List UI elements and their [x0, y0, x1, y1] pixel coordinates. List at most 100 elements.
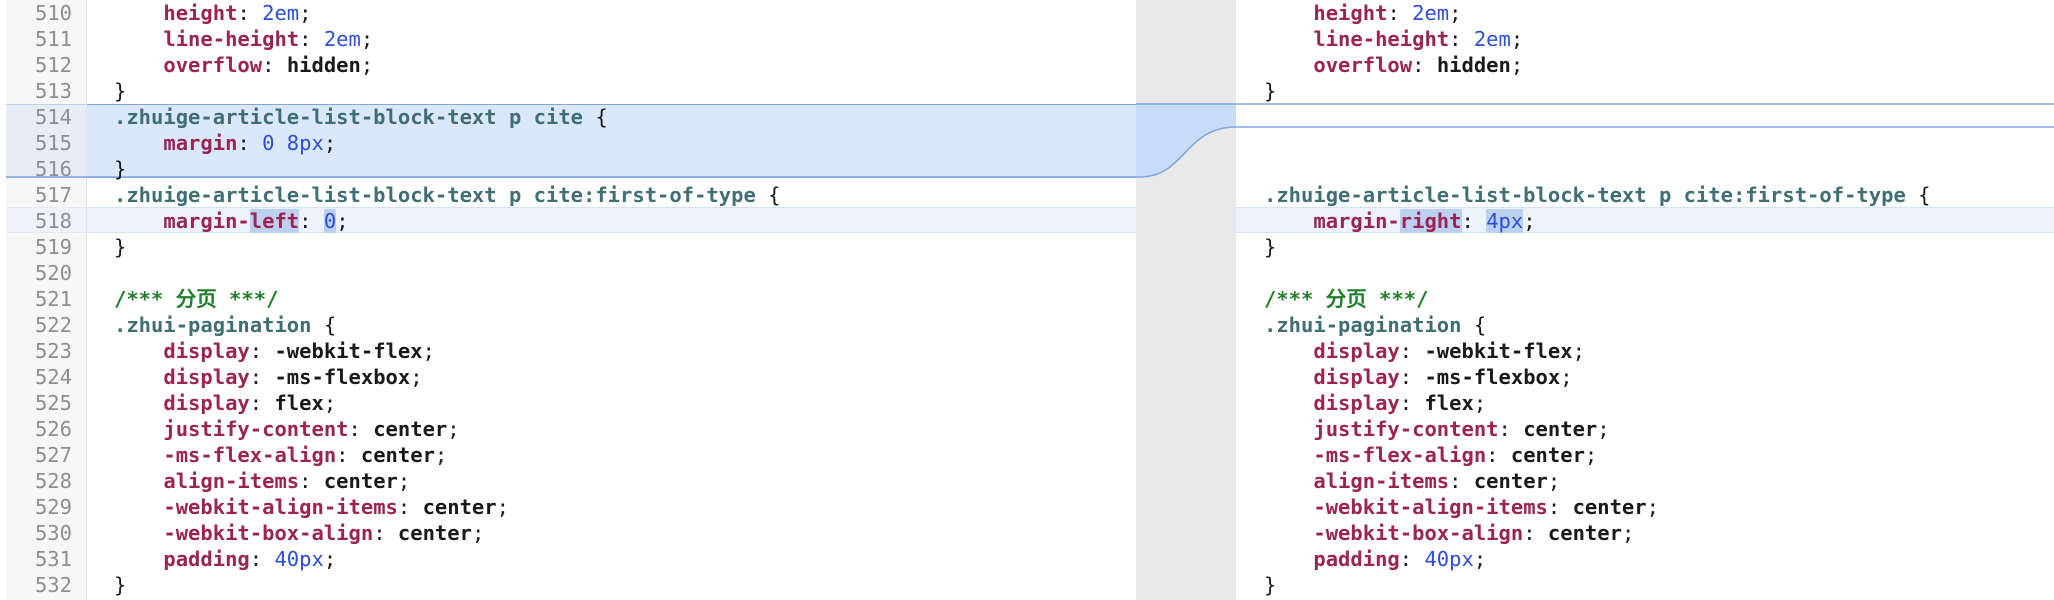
code-line[interactable]: 517 .zhuige-article-list-block-text p cit…: [0, 182, 1136, 208]
css-value: 0: [323, 209, 337, 233]
line-number: 517: [34, 183, 72, 207]
colon: :: [348, 417, 374, 441]
css-property: justify-content: [1313, 417, 1499, 441]
code-line[interactable]: overflow: hidden;: [1236, 52, 2054, 78]
colon: :: [1498, 417, 1524, 441]
code-line[interactable]: display: -ms-flexbox;: [1236, 364, 2054, 390]
line-number: 518: [34, 209, 72, 233]
code-line[interactable]: 518 margin-left: 0;: [0, 208, 1136, 234]
code-line[interactable]: line-height: 2em;: [1236, 26, 2054, 52]
code-line[interactable]: height: 2em;: [1236, 0, 2054, 26]
code-line[interactable]: 530 -webkit-box-align: center;: [0, 520, 1136, 546]
code-line[interactable]: 519}: [0, 234, 1136, 260]
code-content: display: -webkit-flex;: [114, 338, 435, 364]
code-line[interactable]: .zhuige-article-list-block-text p cite:f…: [1236, 182, 2054, 208]
css-value: 2em: [323, 27, 361, 51]
code-line[interactable]: padding: 40px;: [1236, 546, 2054, 572]
code-line[interactable]: [1236, 156, 2054, 182]
indent: [114, 521, 163, 545]
code-line[interactable]: justify-content: center;: [1236, 416, 2054, 442]
changed-token: right: [1399, 209, 1462, 233]
code-line[interactable]: 521/*** 分页 ***/: [0, 286, 1136, 312]
code-line[interactable]: 529 -webkit-align-items: center;: [0, 494, 1136, 520]
css-value: hidden: [1436, 53, 1511, 77]
code-line[interactable]: align-items: center;: [1236, 468, 2054, 494]
code-line[interactable]: 526 justify-content: center;: [0, 416, 1136, 442]
code-line[interactable]: -ms-flex-align: center;: [1236, 442, 2054, 468]
code-content: }: [1264, 78, 1276, 104]
code-line[interactable]: /*** 分页 ***/: [1236, 286, 2054, 312]
code-content: .zhuige-article-list-block-text p cite:f…: [1264, 182, 1930, 208]
line-number: 523: [34, 339, 72, 363]
semicolon: ;: [1646, 495, 1659, 519]
code-content: }: [1264, 572, 1276, 598]
line-number: 512: [34, 53, 72, 77]
indent: [114, 131, 163, 155]
code-line[interactable]: -webkit-box-align: center;: [1236, 520, 2054, 546]
indent: [114, 443, 163, 467]
indent: [1264, 27, 1313, 51]
indent: [1264, 391, 1313, 415]
code-line[interactable]: }: [1236, 78, 2054, 104]
css-property: -webkit-box-align: [1313, 521, 1524, 545]
code-line[interactable]: [1236, 104, 2054, 130]
code-line[interactable]: }: [1236, 572, 2054, 598]
css-value: flex: [274, 391, 324, 415]
indent: [1264, 1, 1313, 25]
css-value: center: [360, 443, 435, 467]
code-line[interactable]: margin-right: 4px;: [1236, 208, 2054, 234]
code-line[interactable]: 514 .zhuige-article-list-block-text p cit…: [0, 104, 1136, 130]
line-number: 529: [34, 495, 72, 519]
close-brace: }: [1264, 235, 1277, 259]
code-line[interactable]: .zhui-pagination {: [1236, 312, 2054, 338]
code-line[interactable]: 513}: [0, 78, 1136, 104]
colon: :: [1449, 27, 1474, 51]
left-code-pane[interactable]: 510 height: 2em;511 line-height: 2em;512…: [0, 0, 1136, 598]
code-line[interactable]: [1236, 130, 2054, 156]
code-line[interactable]: 531 padding: 40px;: [0, 546, 1136, 572]
code-content: .zhuige-article-list-block-text p cite:f…: [114, 182, 780, 208]
code-line[interactable]: display: -webkit-flex;: [1236, 338, 2054, 364]
semicolon: ;: [1510, 27, 1524, 51]
close-brace: }: [114, 157, 127, 181]
code-line[interactable]: 510 height: 2em;: [0, 0, 1136, 26]
code-content: justify-content: center;: [1264, 416, 1609, 442]
code-line[interactable]: 524 display: -ms-flexbox;: [0, 364, 1136, 390]
code-line[interactable]: 532}: [0, 572, 1136, 598]
indent: [114, 365, 163, 389]
close-brace: }: [1264, 573, 1277, 597]
line-number-gutter: [6, 0, 87, 600]
code-line[interactable]: 528 align-items: center;: [0, 468, 1136, 494]
code-content: overflow: hidden;: [114, 52, 373, 78]
code-line[interactable]: 516}: [0, 156, 1136, 182]
indent: [114, 27, 163, 51]
colon: :: [1387, 1, 1413, 25]
colon: :: [1399, 339, 1425, 363]
code-line[interactable]: 511 line-height: 2em;: [0, 26, 1136, 52]
code-line[interactable]: 525 display: flex;: [0, 390, 1136, 416]
code-line[interactable]: 527 -ms-flex-align: center;: [0, 442, 1136, 468]
css-value: 4px: [1486, 209, 1524, 233]
semicolon: ;: [1547, 469, 1561, 493]
code-line[interactable]: display: flex;: [1236, 390, 2054, 416]
colon: :: [237, 131, 263, 155]
semicolon: ;: [1449, 1, 1462, 25]
code-line[interactable]: 520: [0, 260, 1136, 286]
code-line[interactable]: 522.zhui-pagination {: [0, 312, 1136, 338]
close-brace: }: [114, 235, 127, 259]
css-selector: .zhuige-article-list-block-text p cite: [114, 105, 583, 129]
code-line[interactable]: 512 overflow: hidden;: [0, 52, 1136, 78]
css-value: -ms-flexbox: [274, 365, 411, 389]
close-brace: }: [114, 79, 127, 103]
line-number: 514: [34, 105, 72, 129]
code-line[interactable]: -webkit-align-items: center;: [1236, 494, 2054, 520]
line-number: 525: [34, 391, 72, 415]
code-line[interactable]: 523 display: -webkit-flex;: [0, 338, 1136, 364]
code-line[interactable]: }: [1236, 234, 2054, 260]
css-selector: .zhui-pagination: [1264, 313, 1462, 337]
code-line[interactable]: 515 margin: 0 8px;: [0, 130, 1136, 156]
code-line[interactable]: [1236, 260, 2054, 286]
right-code-pane[interactable]: height: 2em; line-height: 2em; overflow:…: [1236, 0, 2054, 598]
css-value: center: [1473, 469, 1548, 493]
